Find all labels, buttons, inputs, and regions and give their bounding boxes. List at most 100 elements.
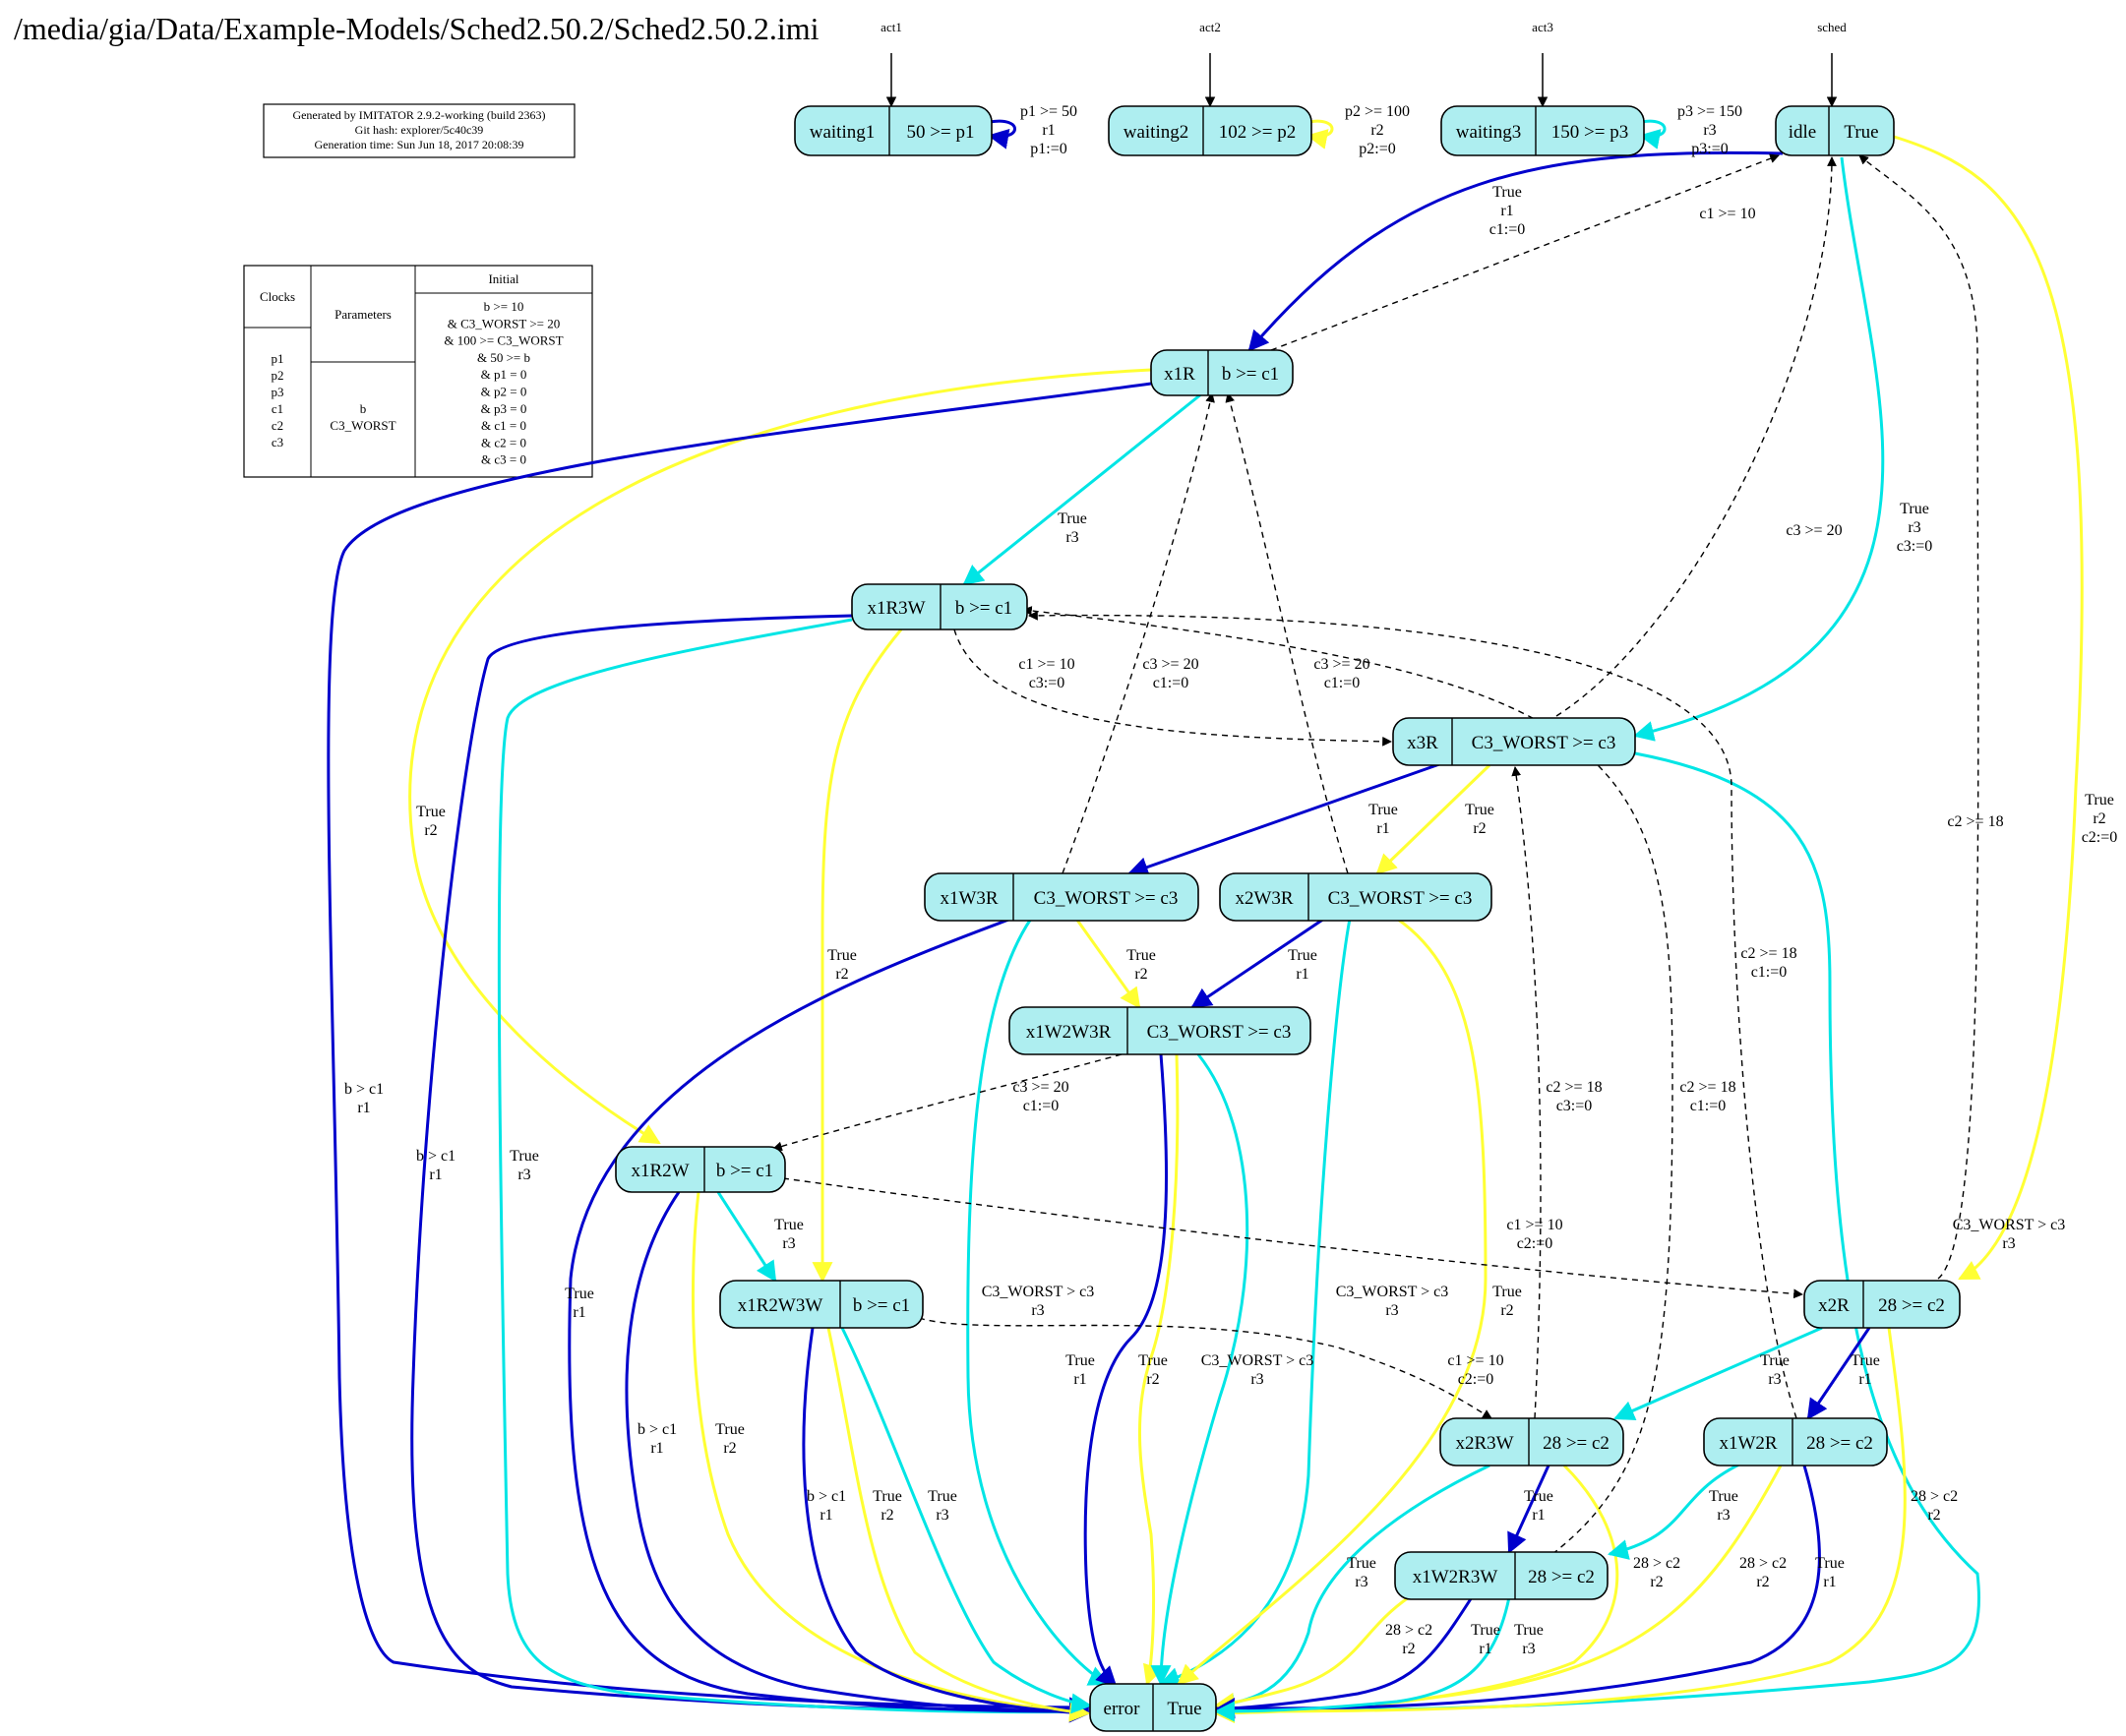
generated-by: Generated by IMITATOR 2.9.2-working (bui… [292, 108, 545, 122]
initial-constraint: & p1 = 0 [481, 367, 527, 382]
initial-constraint: & p2 = 0 [481, 385, 527, 399]
location-name: x1W2R3W [1413, 1567, 1498, 1587]
initial-constraint: & c3 = 0 [481, 452, 526, 467]
initial-constraint: & c2 = 0 [481, 435, 526, 449]
clocks-header: Clocks [260, 289, 295, 304]
location-invariant: C3_WORST >= c3 [1147, 1022, 1292, 1043]
location-name: error [1104, 1699, 1141, 1719]
location-name: waiting3 [1456, 122, 1522, 143]
clock-p2: p2 [272, 368, 284, 383]
parameter-c3_worst: C3_WORST [330, 418, 395, 433]
location-invariant: True [1167, 1699, 1201, 1719]
automaton-act3: act3 [1532, 20, 1553, 34]
transitions [327, 119, 2084, 1724]
clock-c1: c1 [272, 401, 283, 416]
initial-constraint: & c1 = 0 [481, 418, 526, 433]
parameters-list: bC3_WORST [330, 401, 395, 433]
location-name: x1W2R [1719, 1433, 1777, 1454]
generation-info-box: Generated by IMITATOR 2.9.2-working (bui… [263, 103, 576, 158]
initial-constraint: & p3 = 0 [481, 401, 527, 416]
location-x1w2w3r[interactable]: x1W2W3R C3_WORST >= c3 [1008, 1006, 1311, 1055]
location-invariant: 50 >= p1 [907, 122, 975, 143]
initial-header: Initial [488, 271, 518, 286]
location-invariant: b >= c1 [955, 598, 1012, 619]
location-invariant: 28 >= c2 [1806, 1433, 1873, 1454]
location-x1w2r[interactable]: x1W2R 28 >= c2 [1703, 1417, 1888, 1467]
location-invariant: 28 >= c2 [1878, 1295, 1945, 1316]
location-name: x2R3W [1455, 1433, 1513, 1454]
clock-c2: c2 [272, 418, 283, 433]
automaton-act1: act1 [881, 20, 902, 34]
automaton-sched: sched [1817, 20, 1847, 34]
transition-label: c2 >= 18 [1947, 813, 2003, 830]
location-name: x1R2W [631, 1161, 689, 1181]
clocks-list: p1 p2 p3 c1 c2 c3 [272, 351, 284, 449]
location-invariant: b >= c1 [716, 1161, 773, 1181]
location-invariant: C3_WORST >= c3 [1472, 733, 1616, 753]
clock-p3: p3 [272, 385, 284, 399]
location-invariant: C3_WORST >= c3 [1328, 888, 1473, 909]
location-waiting1[interactable]: waiting1 50 >= p1 [794, 105, 993, 156]
location-invariant: b >= c1 [1222, 364, 1279, 385]
clock-c3: c3 [272, 435, 283, 449]
clock-p1: p1 [272, 351, 284, 366]
location-error[interactable]: error True [1089, 1683, 1217, 1732]
location-name: x1W2W3R [1026, 1022, 1112, 1043]
location-x1r2w[interactable]: x1R2W b >= c1 [615, 1146, 786, 1193]
transition-label: c1 >= 10 [1699, 206, 1755, 222]
initial-constraints: b >= 10& C3_WORST >= 20& 100 >= C3_WORST… [444, 299, 563, 467]
location-invariant: True [1844, 122, 1878, 143]
location-name: waiting1 [810, 122, 876, 143]
location-invariant: 102 >= p2 [1219, 122, 1296, 143]
